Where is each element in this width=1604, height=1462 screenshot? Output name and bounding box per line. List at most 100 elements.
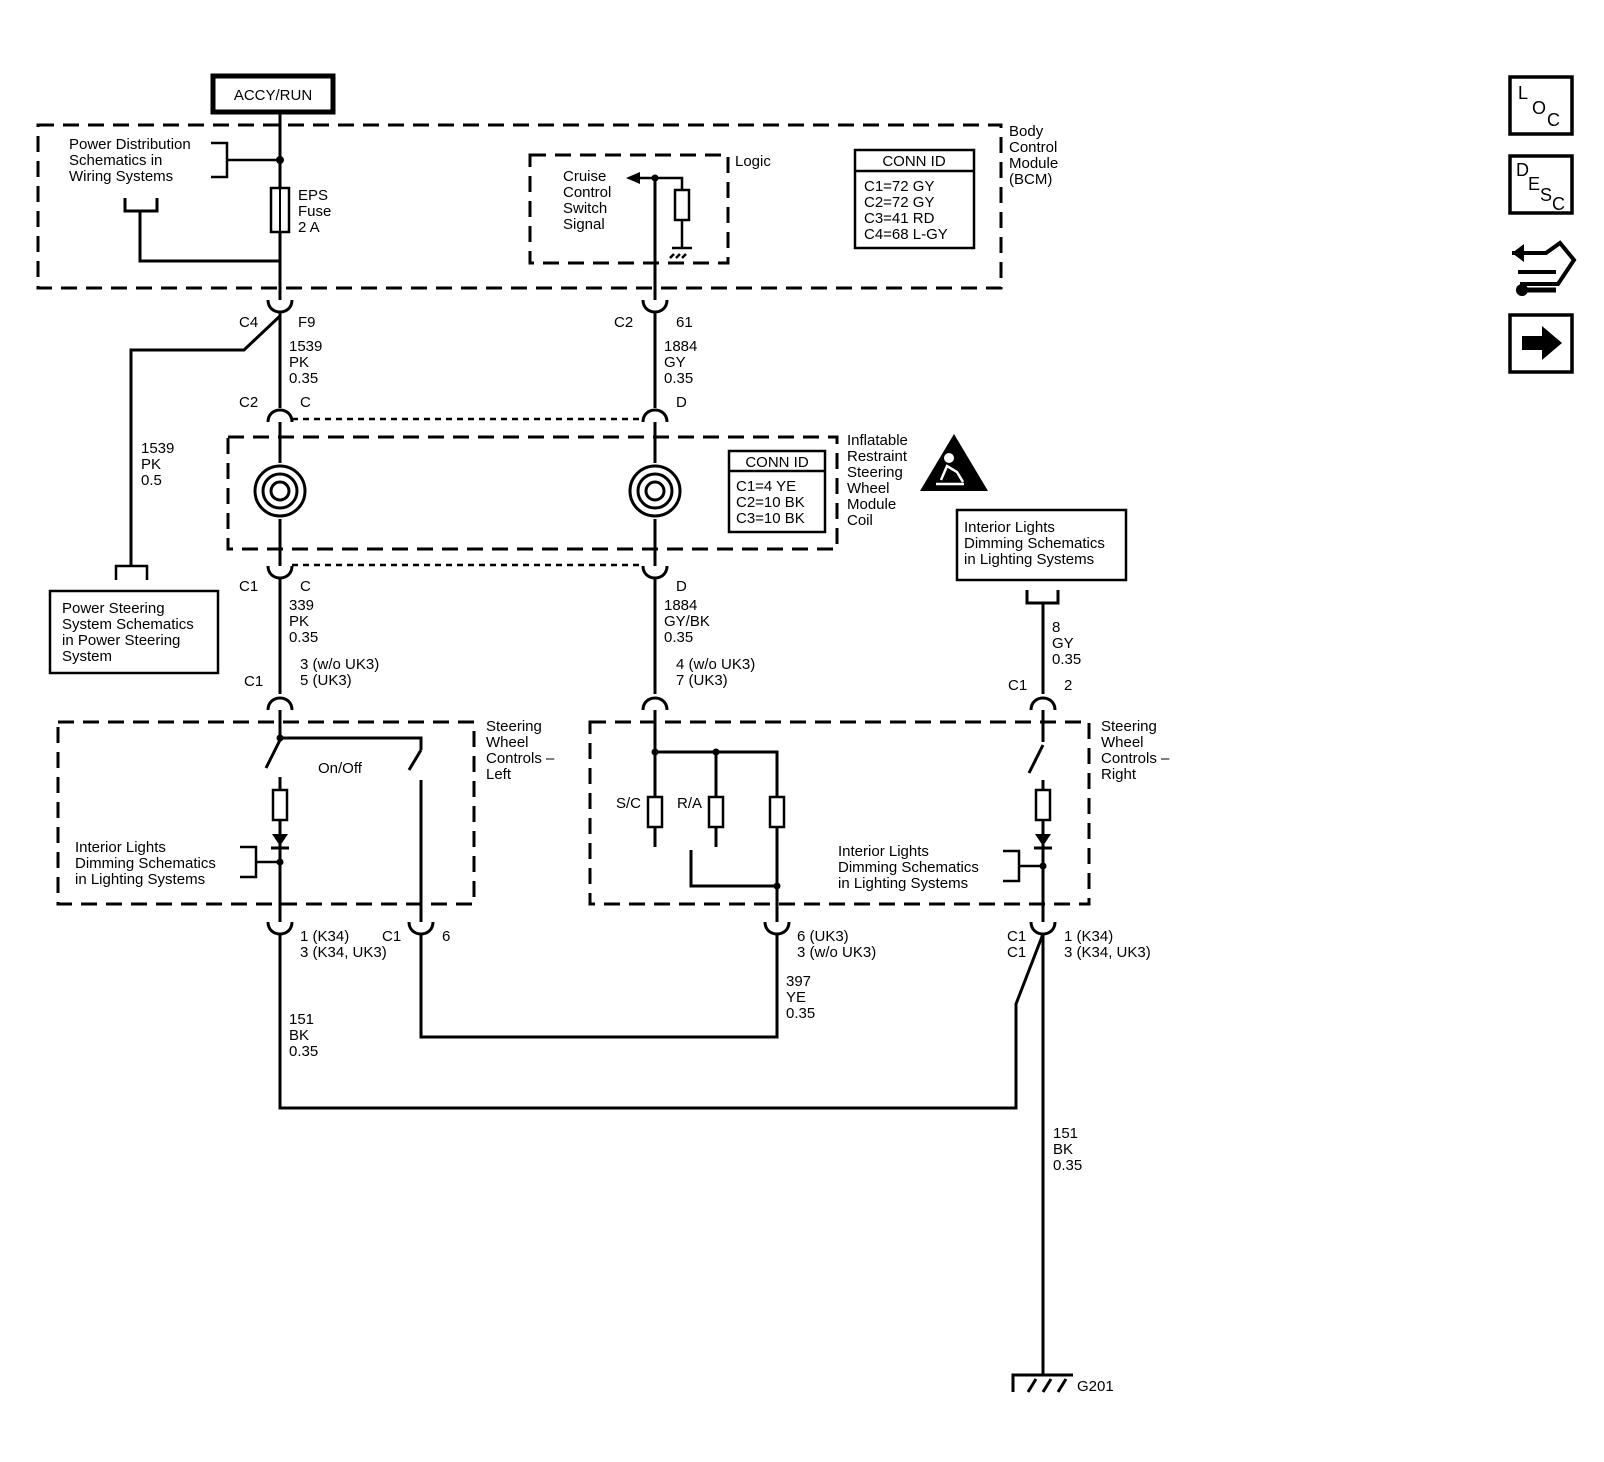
coil-right-spiral-icon — [628, 464, 682, 518]
ground-icon — [1011, 1373, 1073, 1393]
svg-text:0.35: 0.35 — [289, 370, 318, 387]
pullup-resistor — [673, 188, 691, 222]
connector-c2-61 — [641, 299, 669, 314]
svg-text:PK: PK — [289, 354, 309, 371]
bcm-enclosure — [36, 123, 1003, 290]
splice-dot — [773, 882, 781, 890]
swc-right-lights-bracket — [1003, 849, 1043, 883]
bcm-conn-id-box — [853, 148, 976, 250]
ra-label: R/A — [677, 795, 702, 812]
connector-swc-center-in — [641, 696, 669, 711]
bcm-left-pin: F9 — [298, 314, 316, 331]
ground-label: G201 — [1077, 1378, 1114, 1395]
swc-left-out-pins: 1 (K34) 3 (K34, UK3) — [300, 928, 387, 961]
swc-left-onoff-switch-icon — [407, 749, 423, 771]
svg-text:O: O — [1532, 98, 1546, 118]
swc-center-out-pins: 6 (UK3) 3 (w/o UK3) — [797, 928, 876, 961]
svg-text:BK: BK — [1053, 1141, 1073, 1158]
svg-text:C2=72 GY: C2=72 GY — [864, 194, 934, 211]
svg-text:Wheel: Wheel — [1101, 734, 1144, 751]
svg-text:GY: GY — [1052, 635, 1074, 652]
svg-text:in Lighting Systems: in Lighting Systems — [964, 551, 1094, 568]
coil-name: Inflatable Restraint Steering Wheel Modu… — [847, 432, 908, 529]
swc-right-out-conns: C1 C1 — [1007, 928, 1026, 961]
connector-swc-right-in — [1029, 696, 1057, 711]
svg-text:6 (UK3): 6 (UK3) — [797, 928, 849, 945]
svg-text:Interior Lights: Interior Lights — [75, 839, 166, 856]
swc-center-resistor — [768, 795, 786, 829]
svg-text:1539: 1539 — [141, 440, 174, 457]
svg-text:151: 151 — [1053, 1125, 1078, 1142]
svg-text:151: 151 — [289, 1011, 314, 1028]
connector-c2-c — [266, 408, 294, 423]
swc-left-diode-icon — [272, 834, 288, 846]
connector-c1-d — [641, 565, 669, 580]
connector-c1-c — [266, 565, 294, 580]
description-nav-button[interactable]: D E S C — [1508, 154, 1574, 215]
svg-text:(BCM): (BCM) — [1009, 171, 1052, 188]
wire-1884-gy-label: 1884 GY 0.35 — [664, 338, 697, 387]
wire-151-bk-left-label: 151 BK 0.35 — [289, 1011, 318, 1060]
interior-lights-ref-label: Interior Lights Dimming Schematics in Li… — [964, 519, 1105, 568]
svg-text:C3=41 RD: C3=41 RD — [864, 210, 935, 227]
bcm-right-conn: C2 — [614, 314, 633, 331]
wire-397-ye-label: 397 YE 0.35 — [786, 973, 815, 1022]
svg-text:Coil: Coil — [847, 512, 873, 529]
svg-text:3 (w/o UK3): 3 (w/o UK3) — [300, 656, 379, 673]
svg-text:Wheel: Wheel — [847, 480, 890, 497]
wire-1539-pk-05-label: 1539 PK 0.5 — [141, 440, 174, 489]
svg-text:Controls –: Controls – — [486, 750, 555, 767]
svg-text:1 (K34): 1 (K34) — [1064, 928, 1113, 945]
bcm-conn-id-list: C1=72 GY C2=72 GY C3=41 RD C4=68 L-GY — [864, 178, 948, 243]
coil-conn-id-list: C1=4 YE C2=10 BK C3=10 BK — [736, 478, 805, 527]
svg-text:Control: Control — [563, 184, 611, 201]
coil-bottom-conn: C1 — [239, 578, 258, 595]
bcm-right-pin: 61 — [676, 314, 693, 331]
coil-bottom-pin-right: D — [676, 578, 687, 595]
swc-left-lights-label: Interior Lights Dimming Schematics in Li… — [75, 839, 216, 888]
svg-text:Schematics in: Schematics in — [69, 152, 162, 169]
connector-swc-left-in — [266, 696, 294, 711]
wire-151-bk-left — [278, 933, 1045, 1110]
power-steering-bracket — [114, 564, 149, 580]
svg-text:Dimming Schematics: Dimming Schematics — [838, 859, 979, 876]
swc-right-in-pin: 2 — [1064, 677, 1072, 694]
svg-text:Body: Body — [1009, 123, 1044, 140]
svg-text:Module: Module — [1009, 155, 1058, 172]
svg-text:C1=4 YE: C1=4 YE — [736, 478, 796, 495]
svg-text:Module: Module — [847, 496, 896, 513]
power-dist-bracket — [211, 141, 280, 179]
diagnostic-tools-button[interactable] — [1512, 240, 1577, 296]
swc-left-resistor — [271, 788, 289, 822]
connector-swc-left-out — [266, 921, 294, 936]
connector-c4-f9 — [266, 299, 294, 314]
svg-text:0.35: 0.35 — [1053, 1157, 1082, 1174]
svg-text:Steering: Steering — [847, 464, 903, 481]
bcm-name: Body Control Module (BCM) — [1009, 123, 1058, 188]
svg-text:E: E — [1528, 174, 1540, 194]
logic-box — [528, 153, 730, 265]
svg-text:3 (K34, UK3): 3 (K34, UK3) — [1064, 944, 1151, 961]
svg-text:7 (UK3): 7 (UK3) — [676, 672, 728, 689]
svg-text:397: 397 — [786, 973, 811, 990]
svg-text:GY: GY — [664, 354, 686, 371]
svg-text:in Power Steering: in Power Steering — [62, 632, 180, 649]
swc-center-resistor-ladder — [653, 750, 779, 922]
pullup-network — [640, 176, 692, 259]
location-nav-button[interactable]: L O C — [1508, 75, 1574, 136]
wire-8-gy — [1025, 590, 1060, 694]
wire-339-pk-label: 339 PK 0.35 — [289, 597, 318, 646]
swc-right-diode-icon — [1035, 834, 1051, 846]
svg-text:in Lighting Systems: in Lighting Systems — [75, 871, 205, 888]
next-page-button[interactable] — [1508, 313, 1574, 374]
swc-center-in-pins: 4 (w/o UK3) 7 (UK3) — [676, 656, 755, 689]
svg-text:0.35: 0.35 — [786, 1005, 815, 1022]
svg-text:BK: BK — [289, 1027, 309, 1044]
svg-text:Interior Lights: Interior Lights — [838, 843, 929, 860]
power-source-label: ACCY/RUN — [234, 87, 312, 104]
svg-text:EPS: EPS — [298, 187, 328, 204]
svg-text:1884: 1884 — [664, 597, 697, 614]
svg-text:1 (K34): 1 (K34) — [300, 928, 349, 945]
wire-151-bk-ground-label: 151 BK 0.35 — [1053, 1125, 1082, 1174]
